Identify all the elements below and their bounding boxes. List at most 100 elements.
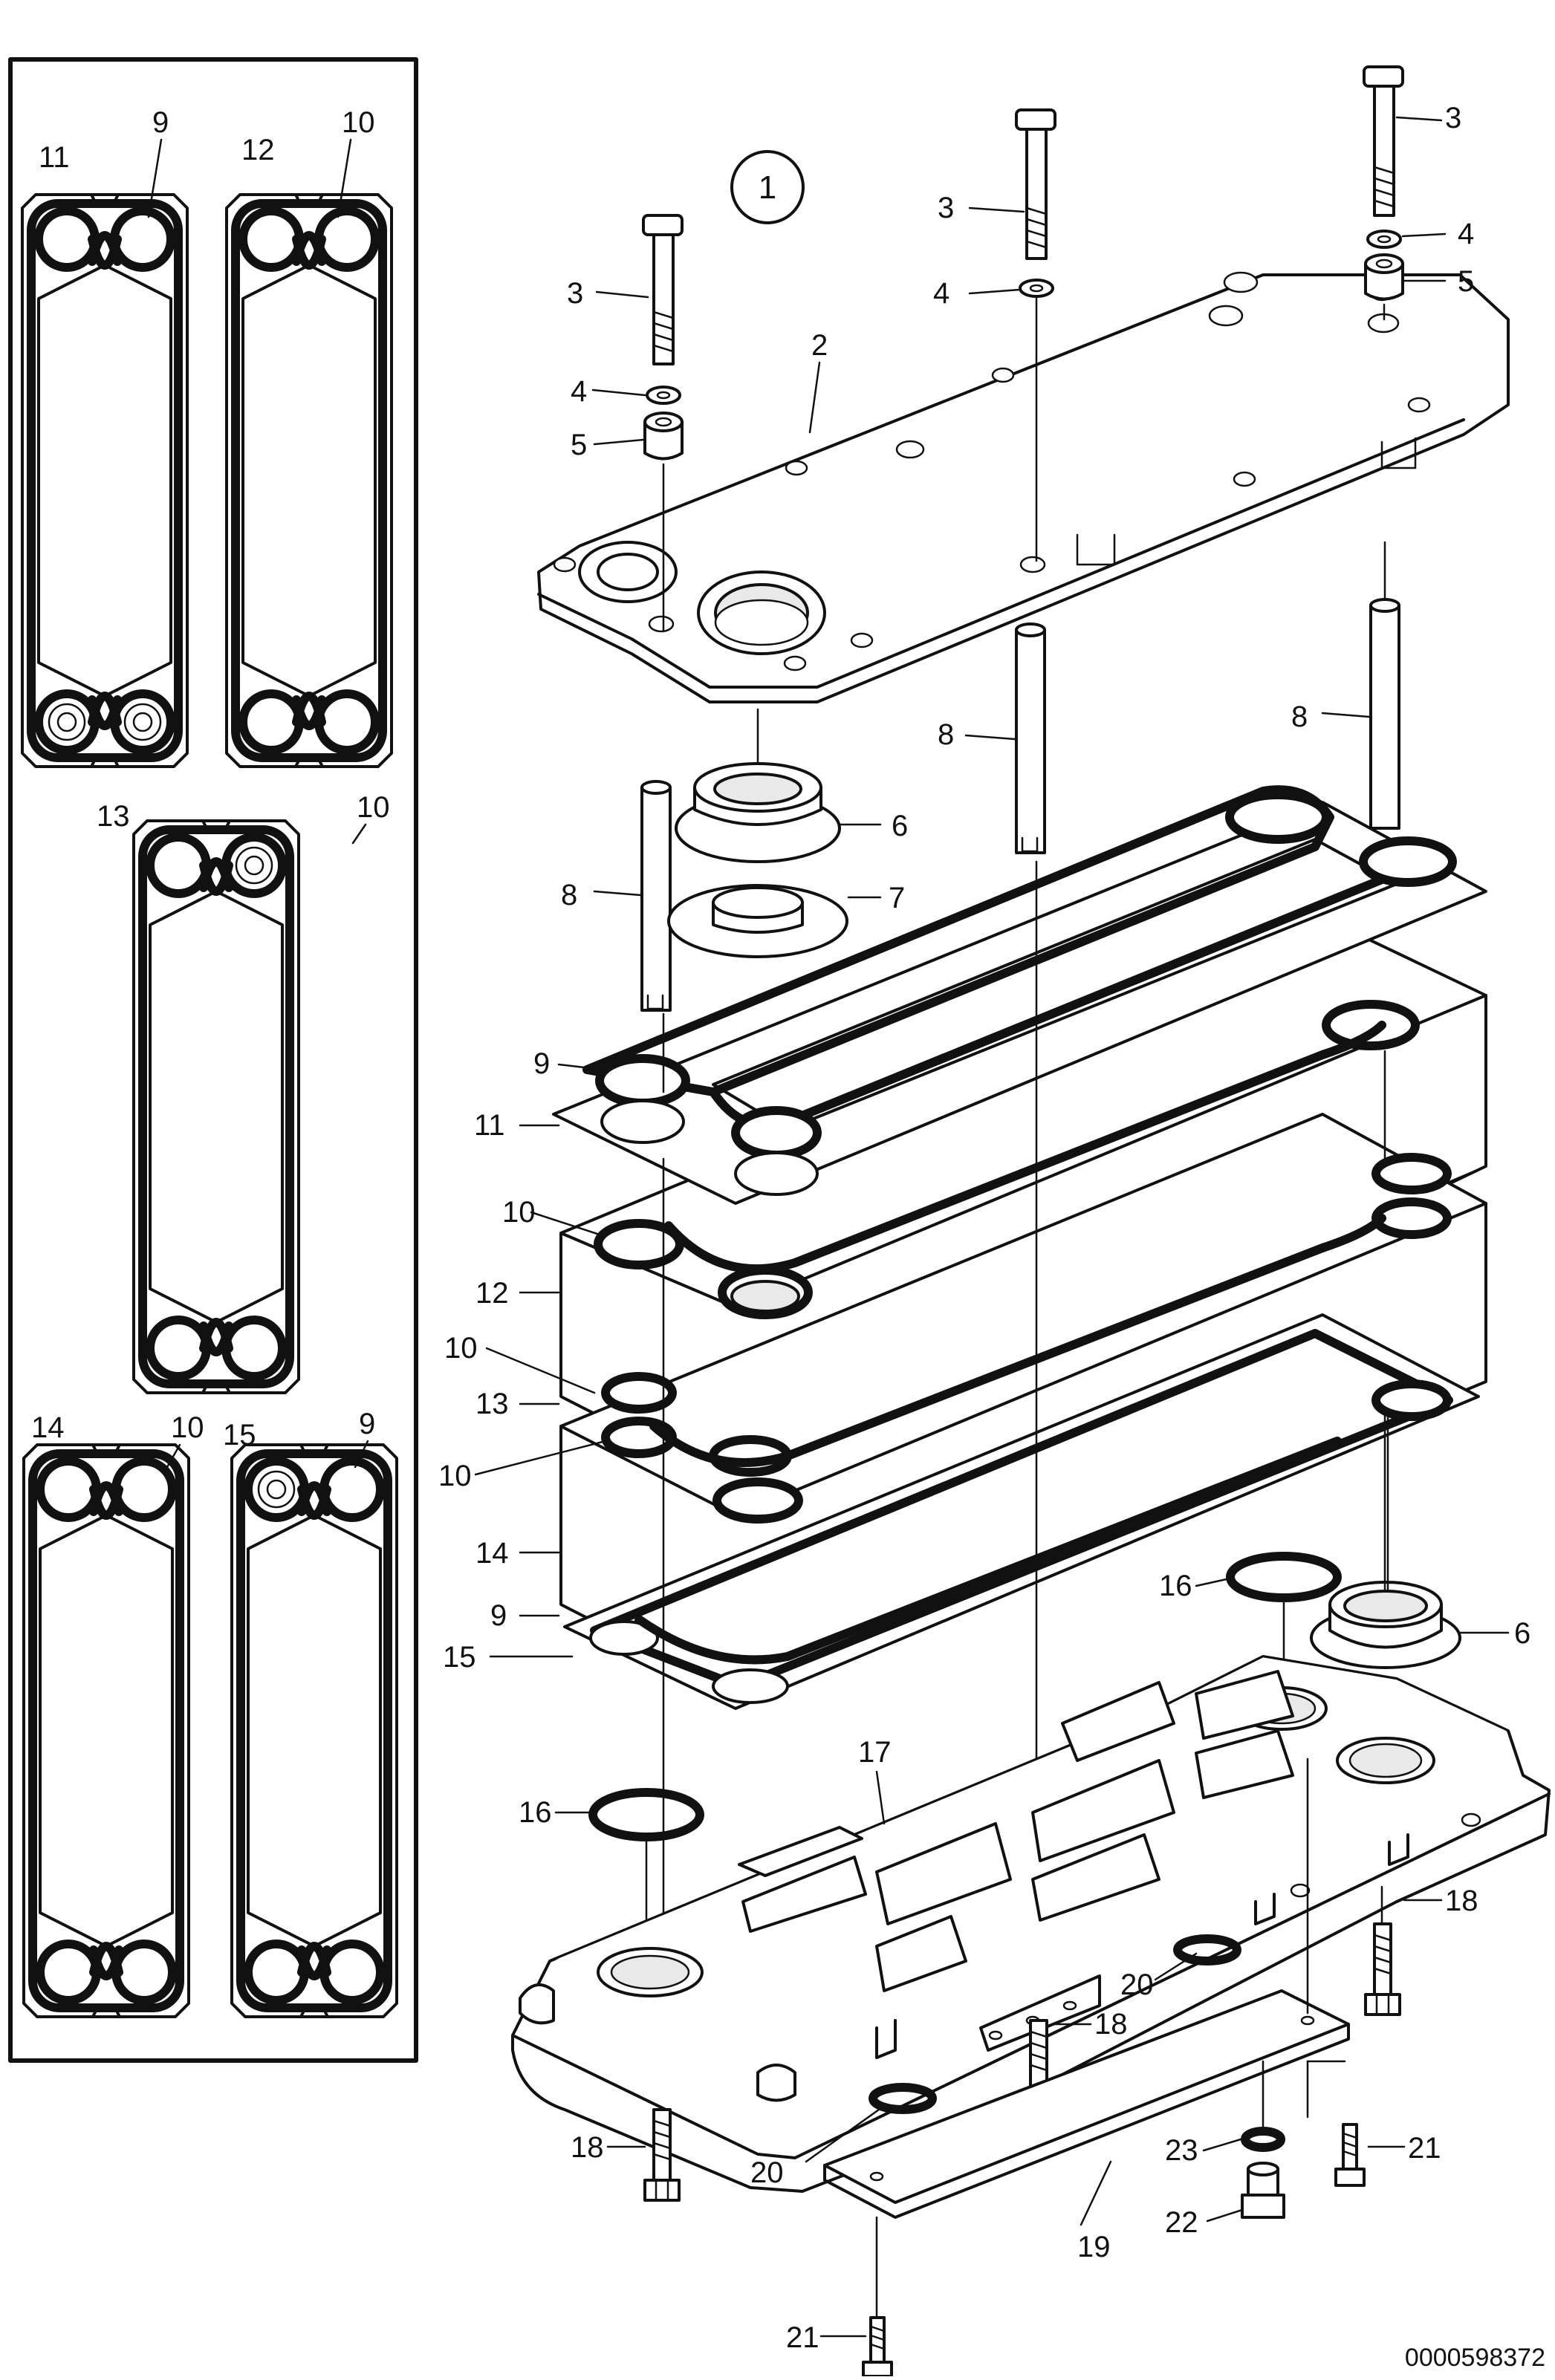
callout-cap-screw: 18 — [1445, 1885, 1478, 1917]
callout-gasket: 10 — [438, 1460, 472, 1492]
plate-notch — [294, 193, 324, 768]
callout-o-ring: 16 — [519, 1796, 552, 1829]
plate-port — [111, 1940, 177, 2005]
seal-ring-left — [869, 2083, 937, 2114]
callout-bolt: 3 — [1445, 102, 1461, 134]
guide-bar-left — [640, 780, 672, 1012]
plate-notch — [90, 193, 120, 768]
callout-screw: 21 — [1408, 2132, 1441, 2165]
plate-port — [244, 1940, 309, 2005]
callout-labels: 3 3 3 4 4 4 5 5 2 6 6 7 8 8 8 9 9 11 12 … — [438, 102, 1530, 2354]
port-liner-6-top — [675, 708, 841, 863]
callout-screw: 21 — [786, 2321, 819, 2354]
plate-port — [244, 1457, 309, 1522]
callout-seal-ring: 20 — [1120, 1968, 1154, 2001]
plate-notch — [201, 819, 231, 1394]
plate-inset-panel — [8, 57, 418, 2063]
plate-port — [314, 689, 380, 755]
plate-view: 119 — [21, 106, 189, 768]
view-marker: 1 — [730, 150, 805, 224]
plate-port — [146, 833, 211, 898]
plate-port — [36, 1457, 101, 1522]
screw-cover-right — [1334, 2123, 1366, 2187]
tightening-bolt-middle — [1015, 108, 1056, 562]
plate-leader-line — [351, 823, 367, 845]
plate-port — [221, 1316, 287, 1381]
callout-guide-bar: 8 — [1291, 700, 1308, 733]
callout-gasket: 10 — [502, 1196, 536, 1229]
plate-leader-line — [354, 1440, 369, 1469]
plate-port-ring — [244, 855, 264, 876]
pressure-plate — [537, 271, 1510, 703]
port-liner-6-bottom — [1310, 1581, 1461, 1844]
drain-washer — [1241, 2060, 1285, 2152]
plate-gasket — [236, 1449, 392, 2012]
view-number: 1 — [759, 169, 776, 206]
port-liner-7 — [667, 884, 848, 958]
cap-screw-right — [1364, 1885, 1401, 2016]
plate-port — [221, 833, 287, 898]
plate-port-ring — [56, 712, 77, 732]
plate-port — [314, 207, 380, 272]
plate-port — [319, 1940, 385, 2005]
callout-cap-screw: 18 — [1094, 2008, 1128, 2041]
plate-port — [111, 1457, 177, 1522]
callout-plate: 14 — [475, 1537, 509, 1570]
plate-number-label: 15 — [223, 1419, 256, 1451]
callout-bolt: 3 — [567, 277, 583, 310]
plate-port — [319, 1457, 385, 1522]
plate-gasket — [28, 1449, 184, 2012]
document-code: 0000598372 — [1405, 2344, 1545, 2372]
callout-cover-plate: 19 — [1077, 2231, 1111, 2263]
gasket-number-label: 10 — [171, 1411, 204, 1444]
callout-seal-ring: 20 — [750, 2156, 784, 2189]
end-plate-15 — [563, 1313, 1480, 1710]
plate-corrugation — [39, 1514, 174, 1948]
callout-port-liner: 6 — [1514, 1617, 1530, 1650]
plate-port-ring — [48, 703, 86, 741]
callout-washer: 4 — [933, 277, 949, 310]
plate-corrugation — [37, 264, 172, 698]
tightening-bolt-right — [1363, 65, 1404, 321]
callout-guide-bar: 8 — [938, 718, 954, 751]
plate-port — [34, 207, 100, 272]
cover-plate — [823, 1758, 1350, 2319]
plate-leader-line — [166, 1443, 181, 1469]
plate-outline — [22, 1443, 190, 2018]
callout-cap-screw: 18 — [571, 2131, 604, 2164]
plate-leader-line — [337, 138, 352, 218]
plate-port-ring — [257, 1470, 296, 1509]
guide-bar-right — [1369, 541, 1400, 830]
gasket-number-label: 10 — [357, 791, 390, 824]
plate-port-ring — [132, 712, 153, 732]
tightening-bolt-left — [642, 214, 684, 633]
plate-port — [146, 1316, 211, 1381]
callout-o-ring: 16 — [1159, 1570, 1192, 1602]
callout-frame-plate: 17 — [858, 1736, 892, 1769]
plate-number-label: 12 — [241, 134, 275, 166]
screw-cover-left — [862, 2316, 893, 2378]
plate-port — [34, 689, 100, 755]
callout-port-ring: 7 — [889, 882, 905, 914]
plate-port — [110, 207, 175, 272]
o-ring-upper — [1226, 1552, 1342, 1602]
plate-number-label: 11 — [39, 141, 70, 174]
plate-notch — [91, 1443, 121, 2018]
callout-plate: 15 — [443, 1641, 476, 1674]
callout-drain-washer: 23 — [1165, 2134, 1198, 2167]
drain-plug — [1241, 2162, 1285, 2219]
callout-drain-plug: 22 — [1165, 2206, 1198, 2239]
plate-gasket — [231, 199, 387, 762]
callout-guide-bar: 8 — [561, 879, 577, 911]
plate-port-ring — [266, 1479, 287, 1500]
plate-corrugation — [247, 1514, 382, 1948]
plate-port-ring — [123, 703, 162, 741]
callout-bolt: 3 — [938, 192, 954, 224]
